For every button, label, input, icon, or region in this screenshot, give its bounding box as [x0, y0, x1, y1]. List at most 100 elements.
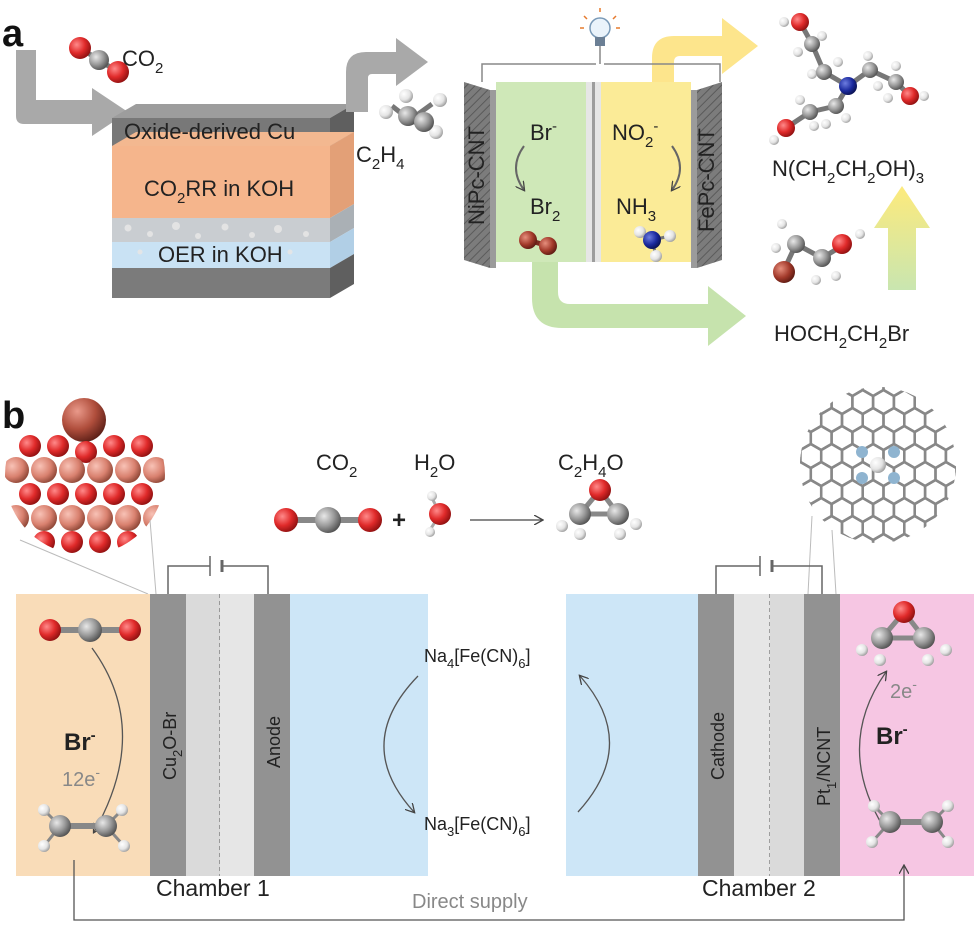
graphene-hexagon: [925, 552, 946, 576]
nipc-cnt-label: NiPc-CNT: [464, 126, 489, 225]
graphene-hexagon: [934, 388, 956, 416]
bromide-oxidation-arrow: [515, 145, 524, 190]
ammonia-molecule: [634, 226, 676, 262]
graphene-hexagon: [800, 387, 802, 398]
inset-leader-line-left-b: [149, 519, 157, 595]
graphene-hexagon: [800, 478, 802, 506]
chamber1-spacer-right: [220, 594, 254, 876]
bromoethanol-label: HOCH2CH2Br: [774, 321, 909, 352]
graphene-hexagon: [967, 372, 975, 396]
bromide-left-label: Br-: [64, 727, 96, 756]
graphene-hexagon: [955, 532, 956, 543]
chamber1-anode: [254, 594, 290, 876]
graphene-hexagon: [967, 444, 975, 468]
graphene-hexagon: [769, 498, 790, 522]
electrons-left-label: 12e-: [62, 764, 100, 791]
layer-oer-label: OER in KOH: [158, 242, 283, 267]
light-bulb-icon: [580, 8, 620, 64]
green-product-arrow: [532, 255, 746, 346]
co2-label-a: CO2: [122, 46, 163, 77]
chamber2-label: Chamber 2: [702, 875, 816, 901]
graphene-hexagon: [821, 552, 842, 576]
triethanolamine-molecule: [769, 13, 929, 145]
graphene-hexagon: [769, 534, 790, 558]
ethylene-label-a: C2H4: [356, 142, 404, 173]
graphene-hexagon: [936, 354, 957, 378]
equation-co2-label: CO2: [316, 450, 357, 481]
nitrite-label: NO2-: [612, 118, 658, 151]
graphene-hexagon: [955, 496, 956, 524]
ferrocyanide-label: Na4[Fe(CN)6]: [424, 646, 531, 671]
graphene-hexagon: [769, 354, 790, 378]
co2-molecule-chamber1: [39, 618, 141, 642]
layer-oxide-cu-label: Oxide-derived Cu: [124, 119, 295, 144]
ferricyanide-label: Na3[Fe(CN)6]: [424, 814, 531, 839]
cu2o-crystal-inset: [5, 395, 165, 555]
graphene-hexagon: [923, 514, 948, 542]
graphene-hexagon: [955, 424, 956, 452]
h2o-molecule: [425, 491, 451, 537]
co2-molecule-a: [69, 37, 129, 83]
co2-to-ethylene-arrow: [91, 647, 124, 832]
graphene-hexagon: [800, 406, 802, 434]
graphene-hexagon: [967, 408, 975, 432]
chamber2-cathode: [698, 594, 734, 876]
graphene-hexagon: [852, 354, 873, 378]
chamber2-electrolyte: [840, 594, 974, 876]
yellow-product-arrow: [652, 18, 758, 150]
chamber2-circuit-wire: [715, 565, 823, 594]
graphene-hexagon: [944, 387, 956, 398]
graphene-hexagon: [800, 552, 821, 576]
graphene-hexagon: [944, 406, 956, 434]
cell-wire-frame: [481, 63, 721, 82]
layer-co2rr-label: CO2RR in KOH: [144, 176, 294, 207]
cu2o-br-cathode: [150, 594, 186, 876]
graphene-hexagon: [819, 387, 844, 398]
graphene-hexagon: [842, 552, 863, 576]
graphene-hexagon: [967, 516, 975, 540]
fepc-cnt-label: FePc-CNT: [694, 128, 719, 232]
bromoethanol-to-amine-arrow: [874, 186, 930, 290]
graphene-hexagon: [759, 480, 780, 504]
pt-ncnt-anode: [804, 594, 840, 876]
bromoethanol-molecule: [771, 219, 865, 285]
ethylene-molecule-a: [379, 89, 447, 139]
graphene-hexagon: [903, 387, 927, 398]
graphene-hexagon: [800, 496, 813, 524]
graphene-hexagon: [800, 532, 813, 543]
anode-label: Anode: [264, 716, 284, 768]
cu2o-br-label: Cu2O-Br: [160, 712, 185, 780]
pt-ncnt-inset: [759, 354, 975, 576]
co2-inflow-arrow: [16, 50, 128, 136]
chamber1-anolyte: [290, 594, 428, 876]
graphene-hexagon: [967, 480, 975, 504]
ethylene-molecule-chamber1: [38, 804, 130, 852]
co2-molecule-b: [274, 507, 382, 533]
plus-sign: +: [392, 507, 406, 534]
cathode-label: Cathode: [708, 712, 728, 780]
inset-leader-line-left-a: [19, 539, 149, 595]
graphene-hexagon: [832, 354, 853, 378]
graphene-hexagon: [769, 426, 790, 450]
ethylene-molecule-chamber2: [866, 800, 954, 848]
graphene-hexagon: [759, 444, 780, 468]
graphene-hexagon: [955, 388, 956, 416]
graphene-hexagon: [913, 532, 937, 543]
direct-supply-line: [73, 860, 904, 921]
ethylene-oxide-chamber2: [856, 601, 952, 666]
graphene-hexagon: [759, 408, 780, 432]
graphene-hexagon: [800, 387, 823, 398]
graphene-hexagon: [800, 388, 813, 416]
graphene-hexagon: [934, 532, 956, 543]
graphene-hexagon: [830, 532, 854, 543]
chamber1-label: Chamber 1: [156, 875, 270, 901]
graphene-hexagon: [769, 462, 790, 486]
graphene-hexagon: [851, 532, 875, 543]
bromide-right-label: Br-: [876, 721, 908, 750]
mediator-reduction-arrow: [383, 675, 419, 812]
equation-product-label: C2H4O: [558, 450, 624, 481]
triethanolamine-label: N(CH2CH2OH)3: [772, 156, 924, 187]
graphene-hexagon: [884, 552, 905, 576]
